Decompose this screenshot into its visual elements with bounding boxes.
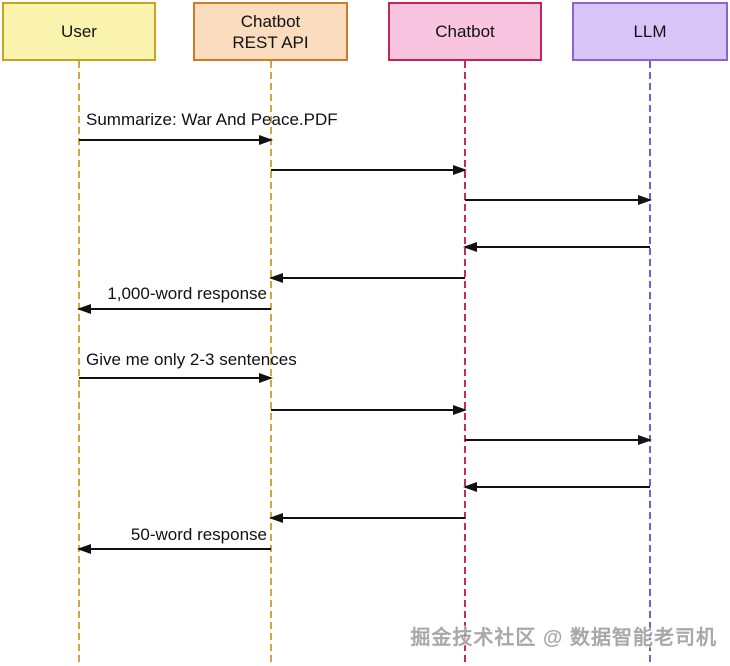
message-label-1000-word-response: 1,000-word response	[107, 284, 267, 303]
arrow-user-to-rest-1	[79, 135, 273, 145]
arrow-user-to-rest-2	[79, 373, 273, 383]
arrow-chatbot-to-llm-2	[465, 435, 652, 445]
arrow-rest-to-chatbot-2	[271, 405, 467, 415]
lifeline-chatbot-rest-api	[270, 61, 272, 666]
actor-box-llm: LLM	[572, 2, 728, 61]
arrow-chatbot-to-llm-1	[465, 195, 652, 205]
lifeline-user	[78, 61, 80, 666]
actor-box-chatbot-rest-api: Chatbot REST API	[193, 2, 348, 61]
arrow-rest-to-user-1	[77, 304, 271, 314]
arrow-chatbot-to-rest-2	[269, 513, 465, 523]
arrow-rest-to-chatbot-1	[271, 165, 467, 175]
actor-box-chatbot: Chatbot	[388, 2, 542, 61]
arrow-llm-to-chatbot-2	[463, 482, 650, 492]
message-label-50-word-response: 50-word response	[130, 525, 267, 544]
message-label-give-me-only: Give me only 2-3 sentences	[86, 350, 297, 369]
actor-box-user: User	[2, 2, 156, 61]
lifeline-llm	[649, 61, 651, 666]
arrow-llm-to-chatbot-1	[463, 242, 650, 252]
arrow-rest-to-user-2	[77, 544, 271, 554]
watermark-text: 掘金技术社区 @ 数据智能老司机	[410, 627, 717, 649]
message-label-summarize: Summarize: War And Peace.PDF	[86, 110, 338, 129]
arrow-chatbot-to-rest-1	[269, 273, 465, 283]
lifeline-chatbot	[464, 61, 466, 666]
